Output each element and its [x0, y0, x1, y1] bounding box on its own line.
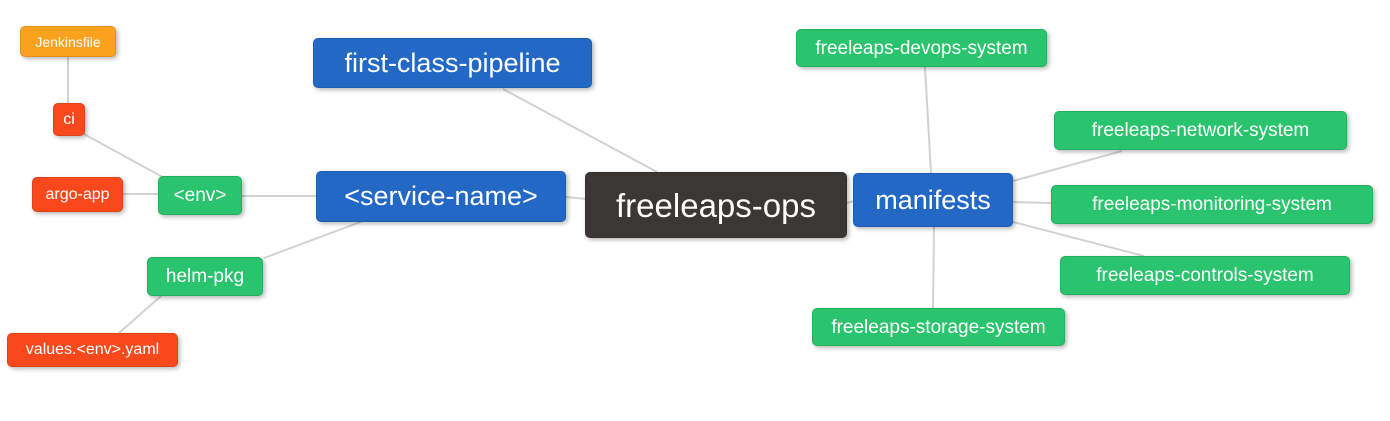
- node-helm-pkg[interactable]: helm-pkg: [147, 257, 263, 296]
- edge-first-class-pipeline-to-freeleaps-ops: [502, 88, 658, 173]
- edge-ci-to-env: [83, 133, 169, 181]
- node-freeleaps-devops-system[interactable]: freeleaps-devops-system: [796, 29, 1047, 67]
- node-argo-app[interactable]: argo-app: [32, 177, 123, 212]
- edge-manifests-to-freeleaps-network-system: [1012, 150, 1123, 182]
- node-freeleaps-monitoring-system[interactable]: freeleaps-monitoring-system: [1051, 185, 1373, 224]
- edge-helm-pkg-to-service-name: [263, 220, 364, 259]
- node-manifests[interactable]: manifests: [853, 173, 1013, 227]
- edge-freeleaps-devops-system-to-manifests: [924, 66, 932, 174]
- node-freeleaps-ops[interactable]: freeleaps-ops: [585, 172, 847, 238]
- node-ci[interactable]: ci: [53, 103, 85, 136]
- node-first-class-pipeline[interactable]: first-class-pipeline: [313, 38, 592, 88]
- node-freeleaps-controls-system[interactable]: freeleaps-controls-system: [1060, 256, 1350, 295]
- node-service-name[interactable]: <service-name>: [316, 171, 566, 222]
- node-env[interactable]: <env>: [158, 176, 242, 215]
- node-values-env-yaml[interactable]: values.<env>.yaml: [7, 333, 178, 367]
- edge-freeleaps-ops-to-manifests: [846, 200, 855, 204]
- edge-manifests-to-freeleaps-monitoring-system: [1012, 201, 1052, 204]
- edge-manifests-to-freeleaps-storage-system: [932, 226, 935, 309]
- node-jenkinsfile[interactable]: Jenkinsfile: [20, 26, 116, 57]
- node-freeleaps-network-system[interactable]: freeleaps-network-system: [1054, 111, 1347, 150]
- edge-values-env-yaml-to-helm-pkg: [118, 295, 162, 334]
- edge-manifests-to-freeleaps-controls-system: [1012, 221, 1145, 257]
- node-freeleaps-storage-system[interactable]: freeleaps-storage-system: [812, 308, 1065, 346]
- edge-service-name-to-freeleaps-ops: [565, 196, 587, 200]
